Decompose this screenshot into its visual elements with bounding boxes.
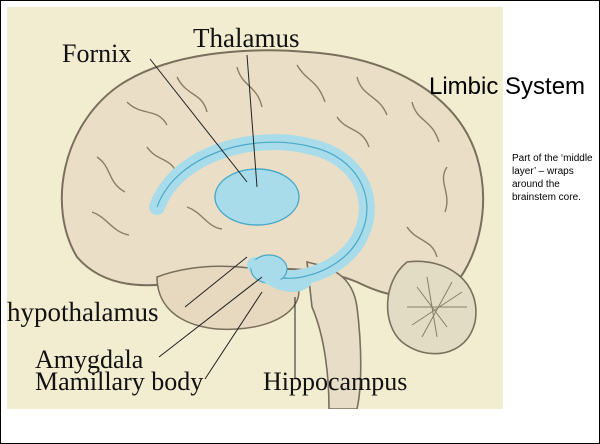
label-thalamus: Thalamus [193,25,299,52]
label-mamillary-body: Mamillary body [35,369,203,395]
thalamus-shape [215,169,299,225]
brain-diagram: Fornix Thalamus hypothalamus Amygdala Ma… [7,7,503,409]
slide-title: Limbic System [429,73,585,101]
label-hypothalamus: hypothalamus [7,299,158,326]
label-fornix: Fornix [62,41,131,67]
slide-note: Part of the ‘middle layer’ – wraps aroun… [512,152,598,204]
label-hippocampus: Hippocampus [263,369,407,395]
